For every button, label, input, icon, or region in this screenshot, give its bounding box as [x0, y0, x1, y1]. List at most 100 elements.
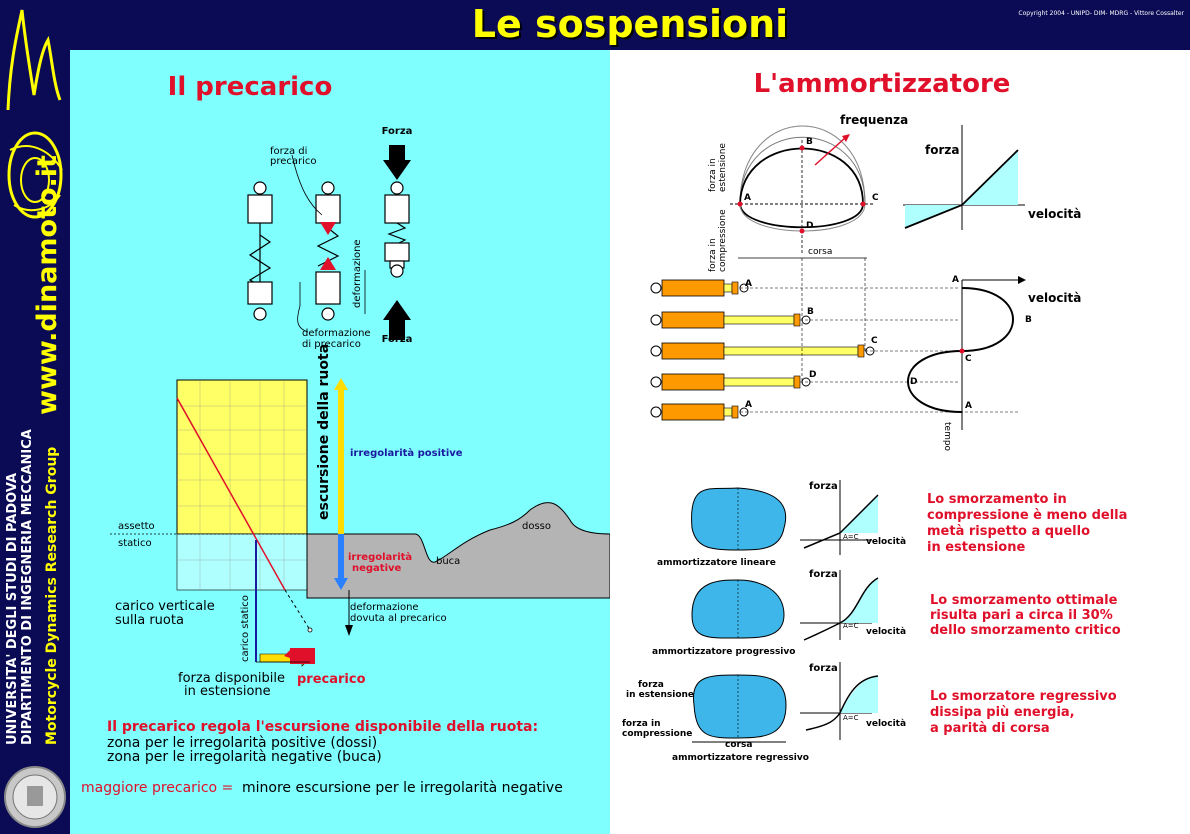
- forza-disp-label-2: in estensione: [184, 684, 271, 699]
- irr-negative-label-1: irregolarità: [348, 551, 412, 563]
- note-line-3: zona per le irregolarità negative (buca): [107, 749, 382, 765]
- regressive-forza: forza: [809, 663, 838, 674]
- di-precarico-label: di precarico: [302, 339, 361, 350]
- shock-c: C: [871, 336, 878, 346]
- deformazione-label: deformazione: [352, 239, 363, 308]
- carico-label-2: sulla ruota: [115, 613, 184, 628]
- vt-c: C: [965, 354, 972, 364]
- assetto-label: assetto: [118, 521, 155, 532]
- ammortizzatore-panel: L'ammortizzatore frequenza forza in este…: [610, 50, 1190, 834]
- linear-velocita: velocità: [866, 537, 906, 547]
- precarico-title: Il precarico: [168, 72, 333, 102]
- carico-statico-label: carico statico: [240, 595, 251, 662]
- precarico-panel: Il precarico: [70, 50, 611, 834]
- loop-label-c: C: [872, 193, 879, 203]
- university-name: UNIVERSITA' DEGLI STUDI DI PADOVA: [5, 472, 20, 745]
- shock-d: D: [809, 370, 816, 380]
- shock-absorbers-icon: [650, 279, 875, 421]
- frequenza-label: frequenza: [840, 113, 908, 127]
- fv-velocita-label: velocità: [1028, 207, 1081, 221]
- shock-a2: A: [745, 400, 752, 410]
- loop-label-a: A: [744, 193, 751, 203]
- regressive-caption: ammortizzatore regressivo: [672, 753, 809, 763]
- regressive-forza-comp-2: compressione: [622, 729, 692, 739]
- force-velocity-plot: [903, 125, 1025, 230]
- header-bar: [70, 0, 1190, 50]
- linear-damper-diagram: [691, 480, 879, 555]
- page-title: Le sospensioni: [471, 2, 789, 46]
- dosso-label: dosso: [522, 521, 551, 532]
- tempo-label: tempo: [942, 422, 952, 452]
- fv-forza-label: forza: [925, 143, 959, 157]
- regressive-forza-comp-1: forza in: [622, 719, 660, 729]
- note-bottom-red: maggiore precarico =: [81, 780, 233, 796]
- regressive-velocita: velocità: [866, 719, 906, 729]
- copyright-notice: Copyright 2004 - UNIPD- DIM- MDRG - Vitt…: [1018, 10, 1184, 17]
- statico-label: statico: [118, 538, 152, 549]
- vt-d: D: [910, 377, 917, 387]
- note-1-line-1: Lo smorzamento in: [927, 492, 1067, 507]
- progressive-ac: A=C: [843, 622, 859, 630]
- forza-di-label: forza di: [270, 146, 307, 157]
- preload-arrows-icon: [320, 145, 411, 340]
- loop-label-d: D: [806, 221, 813, 231]
- ammortizzatore-diagram: L'ammortizzatore frequenza forza in este…: [622, 69, 1127, 763]
- note-1-line-2: compressione è meno della: [927, 508, 1127, 523]
- forza-estensione-label-1: forza in: [708, 158, 718, 192]
- research-group: Motorcycle Dynamics Research Group: [44, 446, 60, 745]
- note-3-line-2: dissipa più energia,: [930, 705, 1075, 720]
- corsa-label: corsa: [808, 247, 832, 257]
- sidebar: www.dinamoto.it UNIVERSITA' DEGLI STUDI …: [0, 0, 70, 834]
- note-3-line-1: Lo smorzatore regressivo: [930, 689, 1117, 704]
- regressive-corsa: corsa: [725, 740, 752, 750]
- note-line-2: zona per le irregolarità positive (dossi…: [107, 735, 377, 751]
- ammortizzatore-title: L'ammortizzatore: [754, 69, 1011, 99]
- note-bottom-black: minore escursione per le irregolarità ne…: [242, 780, 563, 796]
- escursione-label: escursione della ruota: [316, 344, 332, 520]
- note-2-line-1: Lo smorzamento ottimale: [930, 593, 1118, 608]
- deformazione-di-label: deformazione: [302, 328, 371, 339]
- vt-a1: A: [952, 275, 959, 285]
- linear-forza: forza: [809, 481, 838, 492]
- spring-diagram: [247, 181, 410, 321]
- note-line-1: Il precarico regola l'escursione disponi…: [107, 719, 538, 735]
- irr-negative-label-2: negative: [352, 563, 402, 574]
- shock-b: B: [807, 307, 814, 317]
- university-seal-icon: [4, 766, 66, 828]
- velocity-time-plot: [907, 276, 1026, 430]
- site-url[interactable]: www.dinamoto.it: [32, 155, 63, 415]
- sidebar-graphics: [4, 9, 66, 828]
- buca-label: buca: [436, 556, 460, 567]
- note-3-line-3: a parità di corsa: [930, 721, 1050, 736]
- regressive-forza-est-1: forza: [638, 680, 664, 690]
- regressive-ac: A=C: [843, 714, 859, 722]
- force-stroke-loops: [730, 125, 875, 259]
- linear-ac: A=C: [843, 533, 859, 541]
- loop-label-b: B: [806, 137, 813, 147]
- forza-top-label: Forza: [382, 126, 413, 137]
- def-precarico-label-1: deformazione: [350, 602, 419, 613]
- def-precarico-label-2: dovuta al precarico: [350, 613, 447, 624]
- forza-disp-label-1: forza disponibile: [178, 671, 285, 686]
- forza-compressione-label-2: compressione: [718, 209, 728, 272]
- regressive-forza-est-2: in estensione: [626, 690, 694, 700]
- note-2-line-2: risulta pari a circa il 30%: [930, 608, 1113, 623]
- progressive-caption: ammortizzatore progressivo: [652, 647, 795, 657]
- linear-caption: ammortizzatore lineare: [657, 558, 776, 568]
- vt-a2: A: [965, 401, 972, 411]
- progressive-velocita: velocità: [866, 627, 906, 637]
- dinamoto-logo-icon: [6, 9, 63, 219]
- excursion-graph: [110, 378, 611, 667]
- forza-bottom-label: Forza: [382, 334, 413, 345]
- vt-b: B: [1025, 315, 1032, 325]
- precarico-arrow-label: precarico: [297, 672, 366, 687]
- forza-compressione-label-1: forza in: [708, 238, 718, 272]
- shock-a1: A: [745, 279, 752, 289]
- precarico-diagram: Il precarico: [81, 72, 611, 796]
- regressive-damper-diagram: [692, 662, 879, 743]
- carico-label-1: carico verticale: [115, 599, 215, 614]
- note-1-line-4: in estensione: [927, 540, 1025, 555]
- irr-positive-label: irregolarità positive: [350, 447, 463, 459]
- note-1-line-3: metà rispetto a quello: [927, 524, 1090, 539]
